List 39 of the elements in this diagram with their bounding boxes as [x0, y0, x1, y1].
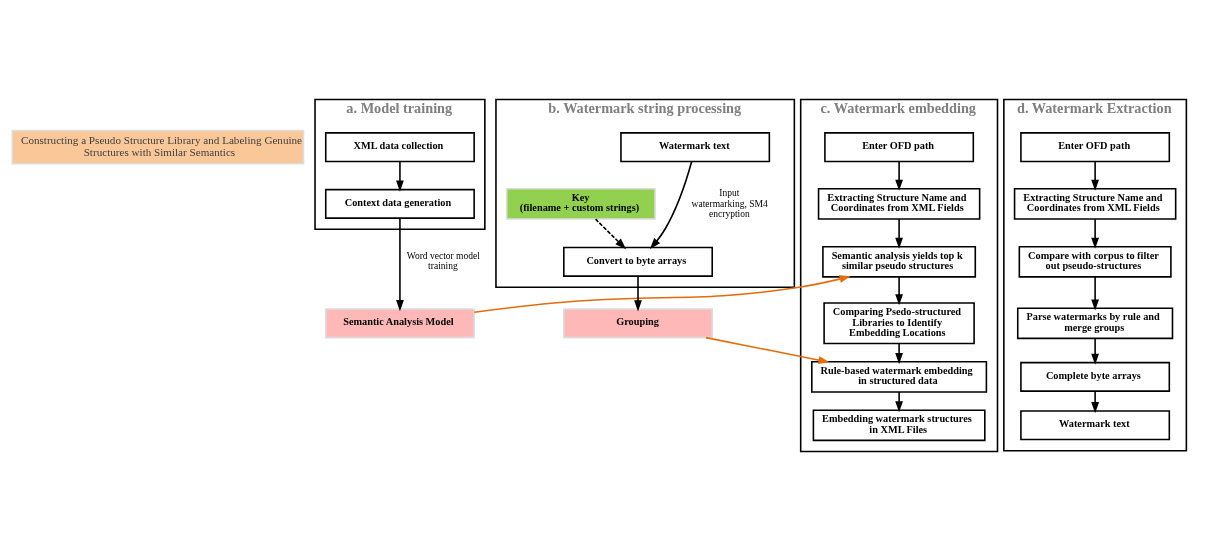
arrow	[1091, 218, 1099, 249]
node-box: XML data collection	[324, 132, 475, 163]
arrow	[1091, 390, 1099, 414]
arrow	[473, 275, 851, 313]
node-box: Convert to byte arrays	[563, 246, 713, 277]
arrow	[895, 276, 903, 306]
node-box: Enter OFD path	[824, 132, 975, 163]
node-box: Semantic Analysis Model	[324, 308, 475, 339]
node-box: Embedding watermark structures in XML Files	[812, 409, 986, 442]
arrow	[1091, 160, 1099, 191]
arrow	[396, 217, 404, 312]
edge-label: Input watermarking, SM4 encryption	[691, 188, 768, 220]
node-box: Compare with corpus to filter out pseudo-structures	[1018, 245, 1172, 278]
arrow	[594, 218, 627, 250]
node-box: Extracting Structure Name and Coordinates from XML Fields	[817, 188, 981, 220]
arrow	[649, 160, 693, 250]
node-box: Watermark text	[620, 132, 771, 163]
arrow	[895, 160, 903, 191]
arrow	[705, 336, 830, 364]
node-box: Watermark text	[1020, 410, 1171, 441]
node-box: Context data generation	[324, 188, 475, 219]
node-box: Enter OFD path	[1020, 132, 1171, 163]
arrow	[396, 160, 404, 192]
node-box: Extracting Structure Name and Coordinates from XML Fields	[1013, 188, 1177, 220]
arrow	[1091, 276, 1099, 311]
edge-label: Word vector model training	[406, 251, 480, 272]
node-box: Semantic analysis yields top k similar pseudo structures	[822, 245, 977, 278]
arrow	[895, 391, 903, 413]
node-box: Grouping	[563, 308, 713, 339]
node-box: Parse watermarks by rule and merge groups	[1016, 307, 1174, 340]
node-box: Complete byte arrays	[1020, 361, 1171, 392]
node-box: Rule-based watermark embedding in structured data	[811, 361, 988, 393]
arrow	[895, 342, 903, 365]
arrow	[1091, 337, 1099, 365]
node-box: Constructing a Pseudo Structure Library and Labeling Genuine Structures with Similar Semantics	[11, 129, 305, 165]
arrow	[895, 218, 903, 249]
node-box: Key (filename + custom strings)	[505, 188, 656, 220]
node-box: Comparing Psedo-structured Libraries to Identify Embedding Locations	[823, 302, 975, 345]
arrow	[634, 275, 642, 312]
